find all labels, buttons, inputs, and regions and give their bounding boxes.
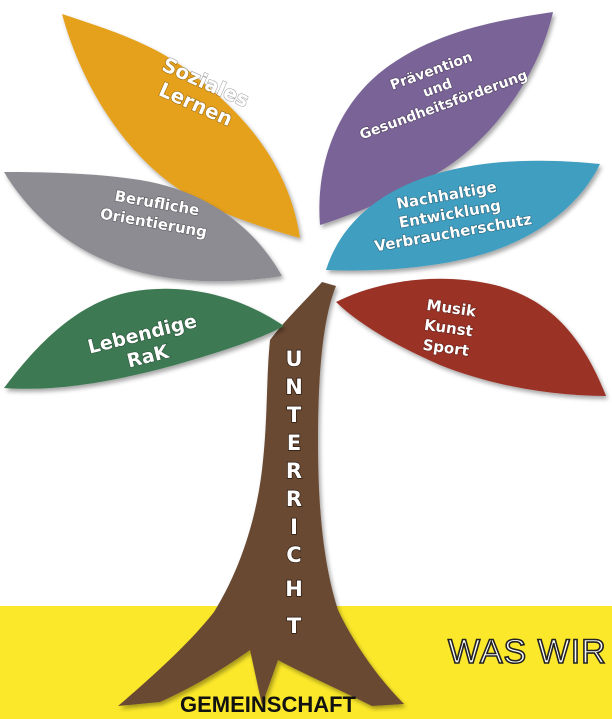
- leaf-praevention-line2: und: [421, 76, 455, 101]
- trunk-letter: R: [286, 487, 302, 511]
- banner-text: WAS WIR: [448, 633, 607, 671]
- trunk-letter: U: [285, 347, 302, 371]
- leaf-nachhaltige-entwicklung: [326, 160, 600, 271]
- ground-label: GEMEINSCHAFT: [180, 692, 357, 717]
- leaf-musik-kunst-sport: [336, 278, 606, 396]
- trunk-letter: T: [287, 403, 302, 427]
- leaf-lebendige-rak: [4, 288, 284, 389]
- leaf-praevention: [319, 12, 553, 225]
- trunk-letter: I: [290, 515, 298, 539]
- leaf-berufliche-orientierung: [4, 172, 282, 282]
- leaf-soziales-lernen: [62, 14, 300, 238]
- trunk-letter: R: [286, 459, 302, 483]
- tree-trunk: [118, 282, 404, 706]
- trunk-letter: N: [285, 375, 303, 399]
- trunk-letter: T: [287, 614, 302, 638]
- trunk-letter: C: [286, 543, 301, 567]
- trunk-letter: H: [285, 577, 303, 601]
- trunk-letter: E: [287, 431, 301, 455]
